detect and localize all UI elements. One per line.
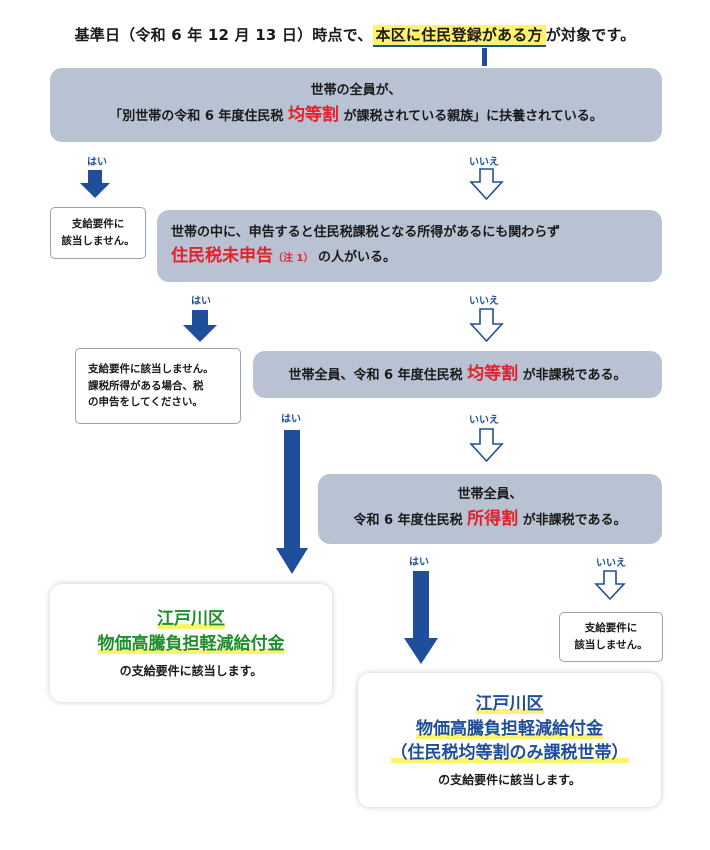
not-eligible-tax-line3: の申告をしてください。 xyxy=(88,396,203,409)
header-suffix: が対象です。 xyxy=(545,26,636,44)
q4-no-arrow xyxy=(594,570,626,601)
not-eligible-2-line2: 該当しません。 xyxy=(574,639,648,651)
question-3-box: 世帯全員、令和 6 年度住民税 均等割 が非課税である。 xyxy=(253,351,662,398)
question-2-box: 世帯の中に、申告すると住民税課税となる所得があるにも関わらず 住民税未申告（注 … xyxy=(157,210,662,282)
header-prefix: 基準日（令和 6 年 12 月 13 日）時点で、 xyxy=(74,26,373,44)
question-2-post: の人がいる。 xyxy=(317,249,396,265)
q3-yes-label: はい xyxy=(281,414,301,425)
question-4-red: 所得割 xyxy=(467,508,519,529)
q2-yes-arrow xyxy=(183,310,217,342)
q4-yes-arrow xyxy=(404,571,438,664)
question-1-box: 世帯の全員が、 「別世帯の令和 6 年度住民税 均等割 が課税されている親族」に… xyxy=(50,68,662,142)
q1-yes-arrow xyxy=(80,170,110,198)
result-2-qualifier: （住民税均等割のみ課税世帯） xyxy=(390,743,629,764)
header-highlight: 本区に住民登録がある方 xyxy=(372,25,546,47)
question-3-red: 均等割 xyxy=(467,363,519,384)
q2-no-arrow xyxy=(469,308,504,343)
result-2-name: 物価高騰負担軽減給付金 xyxy=(416,718,603,739)
question-1-line2: 「別世帯の令和 6 年度住民税 均等割 が課税されている親族」に扶養されている。 xyxy=(50,102,662,129)
not-eligible-tax-line2: 課税所得がある場合、税 xyxy=(88,379,204,392)
question-4-box: 世帯全員、 令和 6 年度住民税 所得割 が非課税である。 xyxy=(318,474,662,544)
q2-no-label: いいえ xyxy=(469,296,499,307)
q2-yes-label: はい xyxy=(191,296,211,307)
q3-no-label: いいえ xyxy=(469,415,499,426)
result-box-1: 江戸川区 物価高騰負担軽減給付金 の支給要件に該当します。 xyxy=(50,584,332,702)
not-eligible-box-1: 支給要件に 該当しません。 xyxy=(50,207,146,259)
question-1-pre: 「別世帯の令和 6 年度住民税 xyxy=(109,108,284,124)
result-2-sub: の支給要件に該当します。 xyxy=(438,772,581,787)
question-2-red: 住民税未申告 xyxy=(171,245,273,266)
question-1-post: が課税されている親族」に扶養されている。 xyxy=(343,108,603,124)
not-eligible-tax-line1: 支給要件に該当しません。 xyxy=(88,362,214,375)
result-2-title: 江戸川区 xyxy=(475,694,544,715)
q1-no-arrow xyxy=(469,168,504,201)
not-eligible-1-line1: 支給要件に xyxy=(71,218,125,231)
q4-yes-label: はい xyxy=(409,557,429,568)
result-box-2: 江戸川区 物価高騰負担軽減給付金 （住民税均等割のみ課税世帯） の支給要件に該当… xyxy=(358,673,661,807)
question-3-post: が非課税である。 xyxy=(522,367,627,383)
not-eligible-1-line2: 該当しません。 xyxy=(61,235,135,247)
result-1-name: 物価高騰負担軽減給付金 xyxy=(97,634,285,654)
header-text: 基準日（令和 6 年 12 月 13 日）時点で、本区に住民登録がある方が対象で… xyxy=(0,24,710,47)
question-4-line1: 世帯全員、 xyxy=(457,487,523,502)
question-2-line2: 住民税未申告（注 1） の人がいる。 xyxy=(171,243,662,269)
not-eligible-box-2: 支給要件に 該当しません。 xyxy=(559,612,663,662)
not-eligible-2-line1: 支給要件に xyxy=(584,622,638,635)
question-3-pre: 世帯全員、令和 6 年度住民税 xyxy=(288,367,463,383)
question-2-line1: 世帯の中に、申告すると住民税課税となる所得があるにも関わらず xyxy=(171,224,560,240)
result-1-sub: の支給要件に該当します。 xyxy=(119,663,263,678)
question-4-post: が非課税である。 xyxy=(522,512,627,528)
question-4-pre: 令和 6 年度住民税 xyxy=(353,512,463,528)
question-4-line2: 令和 6 年度住民税 所得割 が非課税である。 xyxy=(318,506,662,533)
q4-no-label: いいえ xyxy=(596,558,626,569)
header-connector xyxy=(482,48,487,66)
result-1-title: 江戸川区 xyxy=(157,609,225,630)
not-eligible-tax-box: 支給要件に該当しません。 課税所得がある場合、税 の申告をしてください。 xyxy=(75,348,241,424)
question-1-line1: 世帯の全員が、 xyxy=(310,83,402,98)
question-2-note: （注 1） xyxy=(273,252,314,264)
q1-no-label: いいえ xyxy=(469,157,499,168)
q1-yes-label: はい xyxy=(87,157,107,168)
question-3-line1: 世帯全員、令和 6 年度住民税 均等割 が非課税である。 xyxy=(253,361,662,388)
question-1-red: 均等割 xyxy=(287,104,339,125)
q3-yes-arrow xyxy=(276,430,308,574)
q3-no-arrow xyxy=(469,428,504,463)
